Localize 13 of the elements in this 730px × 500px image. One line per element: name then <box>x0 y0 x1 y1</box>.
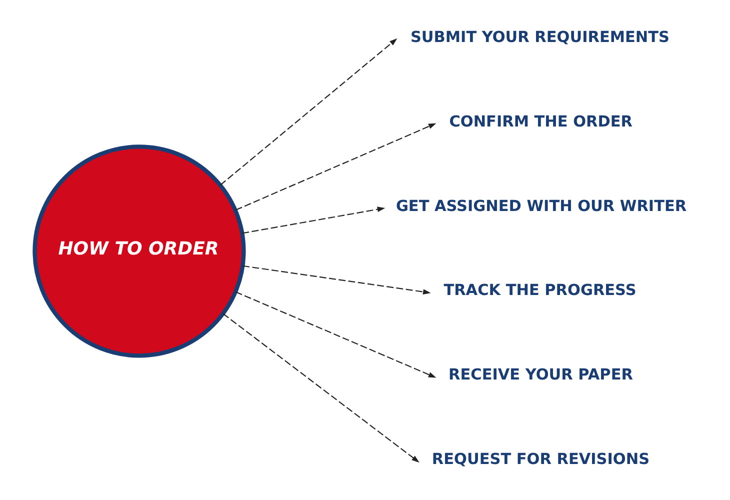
arrow <box>242 206 385 234</box>
arrow <box>234 122 436 210</box>
node-text: RECEIVE YOUR PAPER <box>448 365 632 384</box>
node-text: CONFIRM THE ORDER <box>448 112 632 130</box>
node-text: GET ASSIGNED WITH OUR WRITER <box>395 196 686 214</box>
arrow <box>242 264 430 294</box>
node-circle: HOW TO ORDER <box>32 144 246 358</box>
node-text: TRACK THE PROGRESS <box>443 280 636 299</box>
arrow <box>220 38 397 185</box>
arrow <box>234 290 436 378</box>
arrow <box>222 312 419 462</box>
node-text: SUBMIT YOUR REQUIREMENTS <box>410 27 669 46</box>
node-text: REQUEST FOR REVISIONS <box>431 450 650 468</box>
